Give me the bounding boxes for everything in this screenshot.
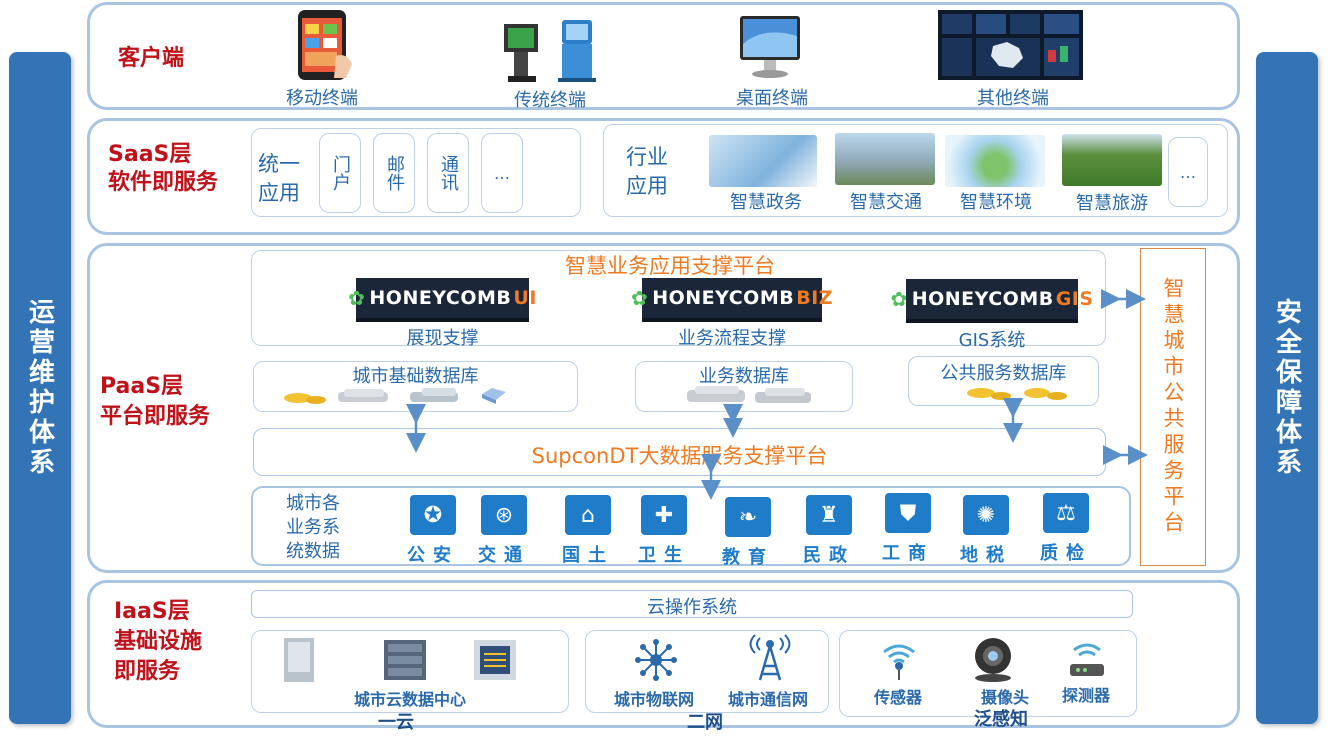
honeycomb-icon: ✿ [890,287,908,311]
unified-apps-label: 统一应用 [258,152,300,205]
city-iot-network-label: 城市物联网 [613,690,694,709]
dept-public-security[interactable]: ✪公安 [405,495,461,567]
civil-affairs-icon: ♜ [806,495,852,535]
dept-industry-commerce[interactable]: ⛊工商 [880,493,936,565]
portal-app[interactable]: 门户 [319,133,361,213]
paas-title-line2: 平台即服务 [100,404,211,429]
city-cloud-datacenter-label: 城市云数据中心 [353,690,466,709]
smart-traffic-label[interactable]: 智慧交通 [850,192,922,213]
dept-transport[interactable]: ⊛交通 [476,495,532,567]
cloud-os-label: 云操作系统 [647,597,737,618]
honeycomb-icon: ✿ [348,286,366,310]
sensor-icon [876,638,922,682]
detector-router-icon [1064,638,1110,680]
presentation-support-label: 展现支撑 [406,328,479,349]
public-service-platform-label: 智慧城市公共服务平台 [1161,277,1185,537]
commerce-shield-icon: ⛊ [885,493,931,533]
coin-stack-icon [965,383,1075,403]
smart-traffic-image [835,133,935,185]
client-label-desktop: 桌面终端 [736,88,808,109]
cloud-os-bar [251,590,1133,618]
smart-environment-label[interactable]: 智慧环境 [960,192,1032,213]
ops-maintenance-bar: 运营维护体系 [9,52,71,724]
database-stack-icon [685,384,815,406]
dept-land-resources[interactable]: ⌂国土 [560,495,616,567]
business-database-label: 业务数据库 [699,366,789,387]
iot-network-icon [634,638,678,682]
camera-icon [966,636,1020,682]
client-layer-title: 客户端 [118,46,185,71]
paas-title-line1: PaaS层 [100,374,184,399]
database-stack-icon [282,386,532,406]
more-unified-apps[interactable]: … [481,133,523,213]
industry-apps-label: 行业应用 [626,145,668,198]
city-base-database-label: 城市基础数据库 [352,366,479,387]
kiosk-icon [500,18,600,84]
dept-education[interactable]: ❧教育 [720,497,776,569]
client-label-mobile: 移动终端 [286,88,358,109]
dept-health[interactable]: ✚卫生 [636,495,692,567]
smart-tourism-image [1062,134,1162,186]
client-label-other: 其他终端 [977,88,1049,109]
iaas-title-line3: 即服务 [114,659,181,684]
land-emblem-icon: ⌂ [565,495,611,535]
health-cross-icon: ✚ [641,495,687,535]
city-business-data-label: 城市各业务系统数据 [286,493,340,562]
workflow-support-label: 业务流程支撑 [678,328,786,349]
saas-title-line2: 软件即服务 [108,170,219,195]
detector-label: 探测器 [1061,686,1110,705]
dept-local-tax[interactable]: ✺地税 [958,495,1014,567]
one-cloud-caption: 一云 [378,712,414,733]
networks-panel [585,630,829,713]
big-data-platform [253,428,1106,476]
smart-tourism-label[interactable]: 智慧旅游 [1076,193,1148,214]
dept-quality-inspection[interactable]: ⚖质检 [1038,493,1094,565]
server-rack-icon [284,634,524,684]
more-industry-apps[interactable]: … [1168,137,1208,207]
smart-government-label[interactable]: 智慧政务 [730,192,802,213]
business-database [635,361,853,412]
sensor-label: 传感器 [873,688,922,707]
city-base-database [253,361,578,412]
iaas-title-line2: 基础设施 [114,629,203,654]
saas-title-line1: SaaS层 [108,142,192,167]
unified-apps-panel [251,128,581,217]
public-service-platform-box: 智慧城市公共服务平台 [1140,248,1206,566]
mail-app[interactable]: 邮件 [373,133,415,213]
desktop-monitor-icon [738,14,802,80]
client-label-traditional: 传统终端 [514,90,586,111]
dept-civil-affairs[interactable]: ♜民政 [801,495,857,567]
smart-business-platform-title: 智慧业务应用支撑平台 [565,254,775,278]
honeycomb-icon: ✿ [630,286,649,310]
public-service-database-label: 公共服务数据库 [940,363,1067,384]
telecom-tower-icon [748,634,792,682]
communication-app[interactable]: 通讯 [427,133,469,213]
iaas-title-line1: IaaS层 [114,599,190,624]
tax-emblem-icon: ✺ [963,495,1009,535]
two-networks-caption: 二网 [687,712,723,733]
ubiquitous-sensing-caption: 泛感知 [974,709,1028,730]
camera-label: 摄像头 [980,688,1029,707]
city-telecom-network-label: 城市通信网 [727,690,808,709]
scales-icon: ⚖ [1043,493,1089,533]
video-wall-icon [938,10,1083,80]
police-badge-icon: ✪ [410,495,456,535]
smart-environment-image [945,135,1045,187]
steering-wheel-icon: ⊛ [481,495,527,535]
security-bar: 安全保障体系 [1256,52,1318,724]
gis-system-label: GIS系统 [958,330,1026,351]
open-book-icon: ❧ [725,497,771,537]
smartphone-icon [296,10,354,82]
smart-government-image [709,135,817,187]
big-data-platform-label: SupconDT大数据服务支撑平台 [531,444,828,468]
